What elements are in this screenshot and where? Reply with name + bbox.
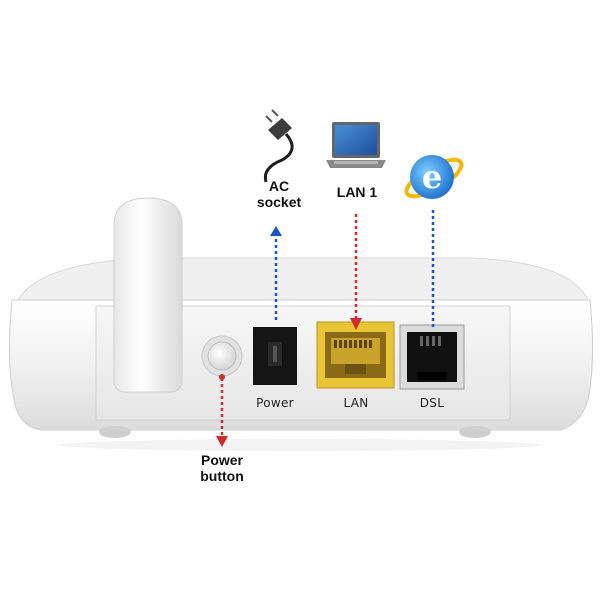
ac-socket-label-line1: AC bbox=[268, 178, 290, 194]
ac-socket-label: AC socket bbox=[244, 178, 314, 210]
power-button-label-line2: button bbox=[200, 468, 244, 484]
laptop-icon bbox=[326, 122, 386, 168]
power-button-label-line1: Power bbox=[200, 452, 243, 468]
plug-icon bbox=[263, 109, 294, 183]
port-label-dsl: DSL bbox=[419, 396, 445, 410]
power-button-arrow bbox=[216, 374, 228, 447]
port-label-lan: LAN bbox=[343, 396, 369, 410]
lan1-label: LAN 1 bbox=[336, 184, 378, 200]
lan-port bbox=[316, 321, 395, 389]
lan-arrow bbox=[350, 214, 362, 330]
internet-explorer-icon: e bbox=[404, 155, 464, 199]
power-socket bbox=[253, 327, 297, 385]
power-button-label: Power button bbox=[180, 452, 264, 484]
ac-socket-label-line2: socket bbox=[256, 194, 302, 210]
router-body bbox=[8, 257, 594, 451]
ac-socket-arrow bbox=[270, 226, 282, 320]
port-label-power: Power bbox=[256, 396, 294, 410]
antenna bbox=[113, 197, 183, 393]
svg-text:e: e bbox=[422, 158, 442, 196]
dsl-port bbox=[399, 324, 465, 390]
power-button-graphic bbox=[201, 335, 243, 377]
